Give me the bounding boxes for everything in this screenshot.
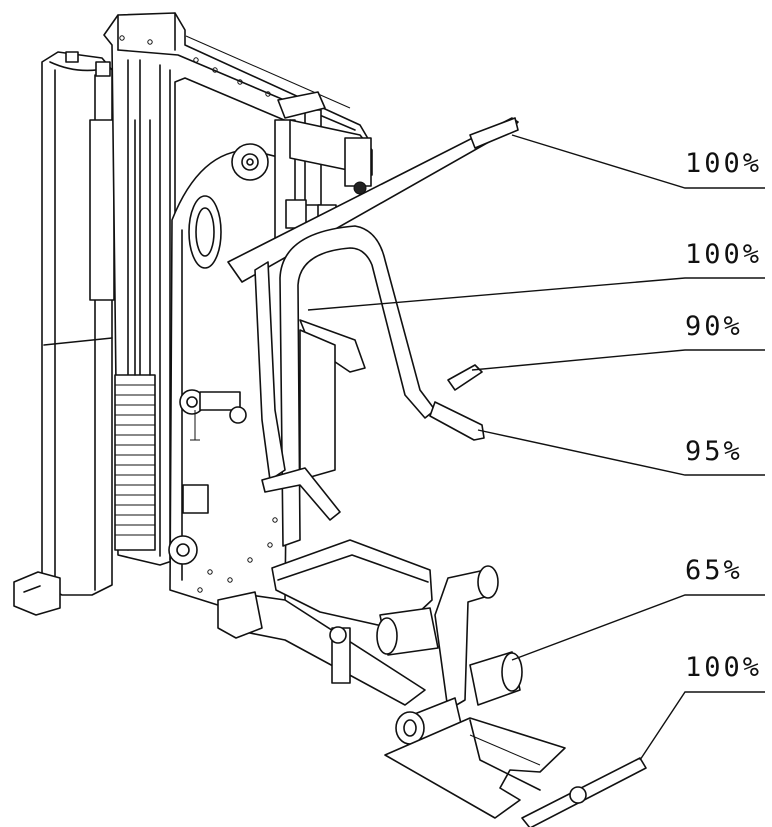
top-pulley-assembly bbox=[231, 91, 373, 241]
leader-top-press-arm bbox=[511, 134, 765, 189]
seat bbox=[217, 539, 433, 706]
leader-lines bbox=[307, 134, 765, 761]
foot-plate bbox=[384, 717, 566, 819]
leader-press-handle bbox=[471, 349, 765, 371]
leg-roller bbox=[469, 651, 523, 706]
leader-arm-grip bbox=[477, 429, 765, 476]
leader-leg-roller bbox=[511, 594, 765, 661]
weight-tower bbox=[13, 51, 115, 616]
weight-stack bbox=[114, 119, 156, 551]
callout-label-leg-roller: 65% bbox=[685, 555, 743, 586]
callout-label-press-handle: 90% bbox=[685, 311, 743, 342]
callout-label-top-press-arm: 100% bbox=[685, 148, 762, 179]
chest-press-frame bbox=[254, 225, 436, 547]
foot-bar bbox=[521, 757, 647, 827]
callout-label-foot-bar: 100% bbox=[685, 652, 762, 683]
leader-chest-press-frame bbox=[307, 277, 765, 311]
callout-label-arm-grip: 95% bbox=[685, 436, 743, 467]
callout-labels: 100% 100% 90% 95% 65% 100% bbox=[685, 148, 762, 683]
leader-foot-bar bbox=[639, 691, 765, 761]
press-handle bbox=[447, 364, 483, 391]
arm-grip bbox=[261, 401, 485, 521]
callout-label-chest-press-frame: 100% bbox=[685, 239, 762, 270]
